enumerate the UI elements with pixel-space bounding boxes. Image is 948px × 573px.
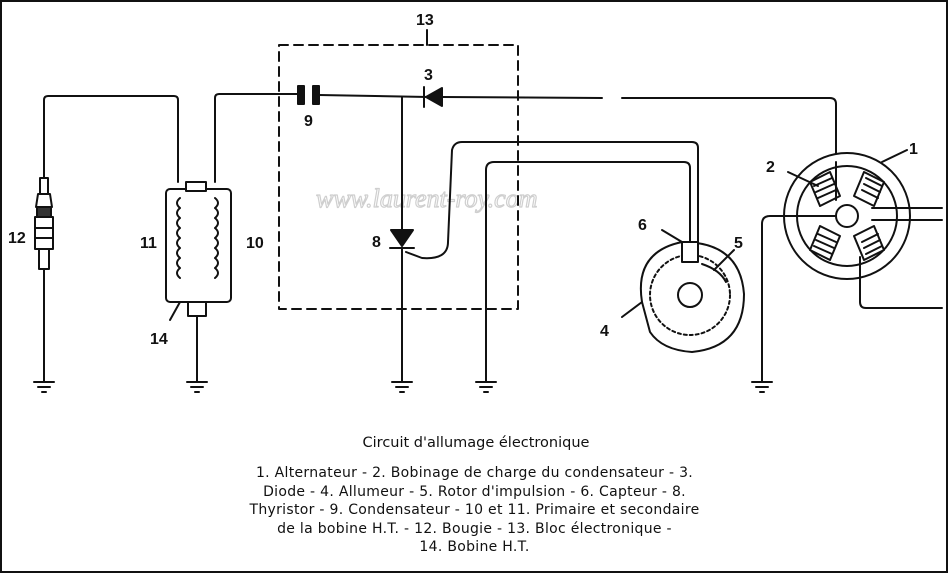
label-distributor: 4 <box>600 323 609 340</box>
diode <box>423 86 837 163</box>
caption-legend: 1. Alternateur - 2. Bobinage de charge d… <box>162 464 787 557</box>
ignition-coil <box>165 181 232 393</box>
wire-plug-to-coil-secondary <box>43 95 179 183</box>
alternator <box>751 149 943 393</box>
label-thyristor: 8 <box>372 234 381 251</box>
alternator-pole-bottom-right <box>853 225 885 261</box>
electronic-block-outline <box>278 44 519 310</box>
label-alternator: 1 <box>909 141 918 158</box>
label-secondary: 11 <box>140 235 157 252</box>
wire-pickup-return <box>485 161 691 383</box>
caption-title: Circuit d'allumage électronique <box>362 435 590 451</box>
label-charge-winding: 2 <box>766 159 775 176</box>
capacitor <box>297 85 429 105</box>
alternator-pole-top-right <box>853 171 885 207</box>
spark-plug <box>33 95 179 393</box>
label-pickup: 6 <box>638 217 647 234</box>
label-diode: 3 <box>424 67 433 84</box>
pickup-sensor <box>661 229 699 263</box>
label-impulse-rotor: 5 <box>734 235 743 252</box>
legend-line: 1. Alternateur - 2. Bobinage de charge d… <box>255 465 694 481</box>
label-electronic-block: 13 <box>416 12 434 29</box>
alternator-pole-top-left <box>809 171 841 207</box>
watermark-text: www.laurent-roy.com <box>316 184 537 213</box>
impulse-rotor <box>701 249 735 283</box>
legend-line: Diode - 4. Allumeur - 5. Rotor d'impulsi… <box>263 483 686 500</box>
legend-line: de la bobine H.T. - 12. Bougie - 13. Blo… <box>277 520 672 537</box>
label-capacitor: 9 <box>304 113 313 130</box>
label-ignition-coil: 14 <box>150 331 168 348</box>
label-spark-plug: 12 <box>8 230 26 247</box>
coil-primary-winding <box>214 197 219 279</box>
distributor <box>621 241 745 353</box>
thyristor <box>389 96 699 393</box>
label-primary: 10 <box>246 235 264 252</box>
coil-secondary-winding <box>176 197 181 279</box>
legend-line: 14. Bobine H.T. <box>419 539 530 555</box>
alternator-pole-bottom-left <box>809 225 841 261</box>
wire-coil-to-capacitor <box>214 93 299 183</box>
legend-line: Thyristor - 9. Condensateur - 10 et 11. … <box>249 502 700 518</box>
